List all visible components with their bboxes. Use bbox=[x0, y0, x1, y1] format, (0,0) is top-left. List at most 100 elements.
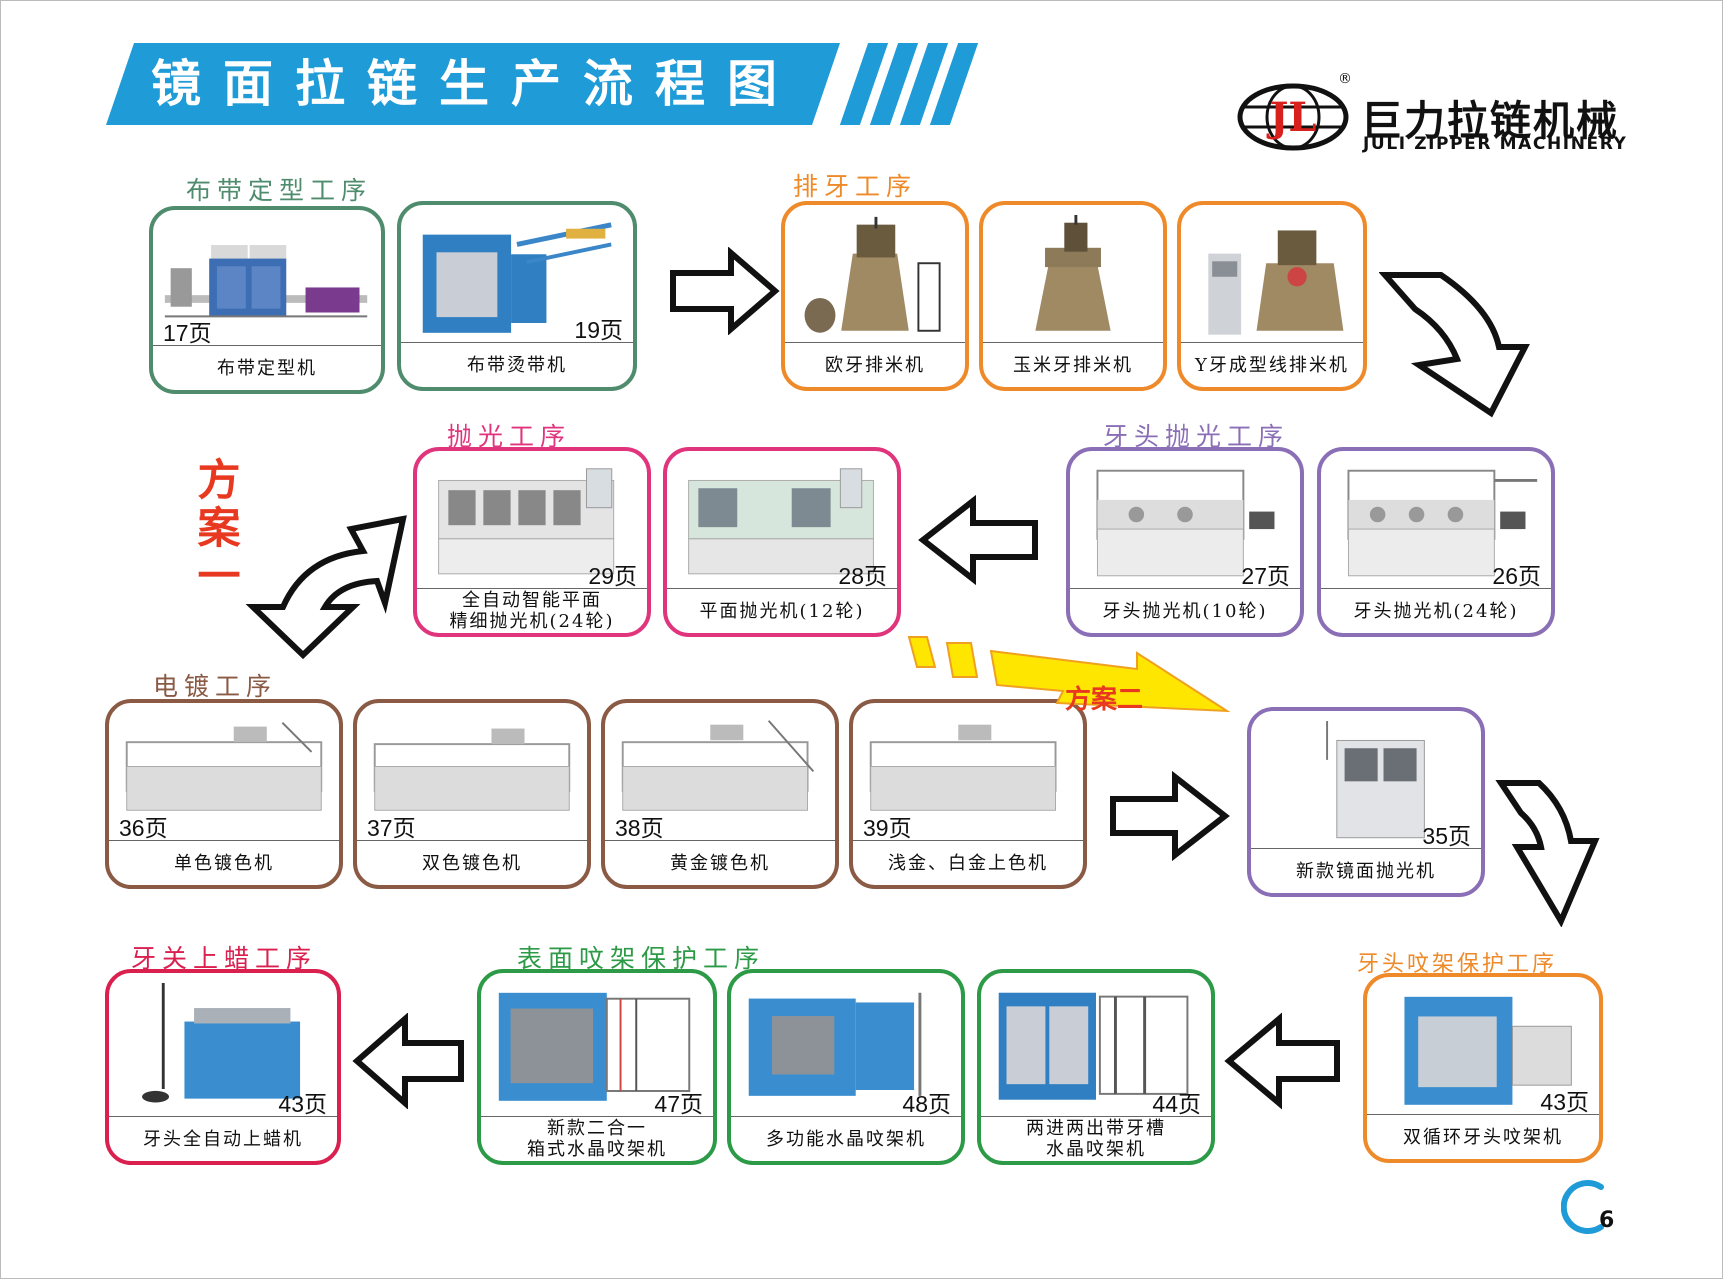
machine-photo bbox=[1326, 721, 1425, 839]
machine-name: 双循环牙头呅架机 bbox=[1367, 1114, 1599, 1159]
machine-card[interactable]: 43页 双循环牙头呅架机 bbox=[1363, 973, 1603, 1163]
machine-name: 新款镜面抛光机 bbox=[1251, 848, 1481, 893]
page-ref: 43页 bbox=[1540, 1089, 1589, 1115]
page-ref: 47页 bbox=[654, 1091, 703, 1117]
company-name-en: JULI ZIPPER MACHINERY bbox=[1363, 134, 1628, 154]
machine-card[interactable]: 欧牙排米机 bbox=[781, 201, 969, 391]
machine-photo bbox=[748, 992, 922, 1096]
title-banner bbox=[106, 43, 840, 125]
company-name-cn: 巨力拉链机械 bbox=[1361, 97, 1619, 145]
page-number-arc-icon bbox=[1561, 1180, 1604, 1234]
stage-label-cloth: 布带定型工序 bbox=[186, 176, 373, 205]
page-ref: 38页 bbox=[615, 815, 664, 841]
machine-card[interactable]: 17页 布带定型机 bbox=[149, 206, 385, 394]
registered-mark: ® bbox=[1338, 71, 1352, 87]
page-ref: 39页 bbox=[863, 815, 912, 841]
machine-name: 全自动智能平面 精细抛光机(24轮) bbox=[417, 588, 647, 633]
arrow-right-icon bbox=[670, 247, 780, 335]
machine-card[interactable]: 27页 牙头抛光机(10轮) bbox=[1066, 447, 1304, 637]
machine-name: 浅金、白金上色机 bbox=[853, 840, 1083, 885]
machine-card[interactable]: 26页 牙头抛光机(24轮) bbox=[1317, 447, 1555, 637]
machine-name: Y牙成型线排米机 bbox=[1181, 342, 1363, 387]
machine-name: 牙头全自动上蜡机 bbox=[109, 1116, 337, 1161]
stage-label-plating: 电镀工序 bbox=[153, 672, 278, 701]
machine-name: 多功能水晶呅架机 bbox=[731, 1116, 961, 1161]
stage-label-wax: 牙关上蜡工序 bbox=[131, 944, 318, 973]
machine-name: 两进两出带牙槽 水晶呅架机 bbox=[981, 1116, 1211, 1161]
machine-card[interactable]: 47页 新款二合一 箱式水晶呅架机 bbox=[477, 969, 717, 1165]
curved-arrow-down-icon bbox=[1495, 780, 1600, 927]
machine-photo bbox=[422, 222, 612, 333]
page-number: 6 bbox=[1599, 1208, 1615, 1233]
machine-name: 牙头抛光机(10轮) bbox=[1070, 588, 1300, 633]
stage-label-teeth: 排牙工序 bbox=[793, 172, 918, 201]
machine-photo bbox=[621, 720, 815, 811]
scheme-one-label: 方案一 bbox=[197, 456, 241, 602]
curved-arrow-down-icon bbox=[1379, 272, 1530, 418]
machine-card[interactable]: Y牙成型线排米机 bbox=[1177, 201, 1367, 391]
machine-card[interactable]: 37页 双色镀色机 bbox=[353, 699, 591, 889]
machine-name: 布带烫带机 bbox=[401, 342, 633, 387]
page-ref: 29页 bbox=[588, 563, 637, 589]
machine-card[interactable]: 玉米牙排米机 bbox=[979, 201, 1167, 391]
page-ref: 43页 bbox=[278, 1091, 327, 1117]
page-ref: 17页 bbox=[163, 320, 212, 346]
machine-photo bbox=[498, 992, 691, 1101]
machine-card[interactable]: 44页 两进两出带牙槽 水晶呅架机 bbox=[977, 969, 1215, 1165]
page-ref: 37页 bbox=[367, 815, 416, 841]
logo-emblem-text: JL bbox=[1266, 94, 1316, 141]
machine-photo bbox=[1404, 996, 1572, 1105]
stage-label-slider-spray: 牙头呅架保护工序 bbox=[1357, 952, 1558, 977]
company-logo-icon: JL bbox=[1237, 83, 1349, 151]
arrow-left-icon bbox=[352, 1013, 464, 1109]
machine-photo bbox=[164, 245, 368, 318]
machine-card[interactable]: 35页 新款镜面抛光机 bbox=[1247, 707, 1485, 897]
machine-photo bbox=[142, 983, 301, 1103]
machine-card[interactable]: 29页 全自动智能平面 精细抛光机(24轮) bbox=[413, 447, 651, 637]
machine-name: 单色镀色机 bbox=[109, 840, 339, 885]
machine-photo bbox=[1096, 469, 1275, 577]
machine-photo bbox=[688, 468, 874, 575]
machine-card[interactable]: 39页 浅金、白金上色机 bbox=[849, 699, 1087, 889]
machine-name: 平面抛光机(12轮) bbox=[667, 588, 897, 633]
machine-photo bbox=[1208, 230, 1344, 335]
machine-photo bbox=[998, 992, 1189, 1100]
page-ref: 35页 bbox=[1422, 823, 1471, 849]
page-ref: 28页 bbox=[838, 563, 887, 589]
machine-photo bbox=[1347, 469, 1538, 577]
machine-name: 牙头抛光机(24轮) bbox=[1321, 588, 1551, 633]
arrow-right-icon bbox=[1110, 771, 1230, 861]
curved-arrow-down-left-icon bbox=[245, 515, 407, 660]
machine-card[interactable]: 48页 多功能水晶呅架机 bbox=[727, 969, 965, 1165]
machine-card[interactable]: 38页 黄金镀色机 bbox=[601, 699, 839, 889]
machine-name: 布带定型机 bbox=[153, 345, 381, 390]
machine-card[interactable]: 28页 平面抛光机(12轮) bbox=[663, 447, 901, 637]
machine-photo bbox=[373, 728, 571, 811]
machine-card[interactable]: 19页 布带烫带机 bbox=[397, 201, 637, 391]
machine-name: 新款二合一 箱式水晶呅架机 bbox=[481, 1116, 713, 1161]
machine-card[interactable]: 43页 牙头全自动上蜡机 bbox=[105, 969, 341, 1165]
machine-name: 双色镀色机 bbox=[357, 840, 587, 885]
page-ref: 27页 bbox=[1241, 563, 1290, 589]
scheme-two-label: 方案二 bbox=[1065, 685, 1144, 715]
machine-photo bbox=[804, 216, 941, 333]
stage-label-slider-polish: 牙头抛光工序 bbox=[1103, 422, 1290, 451]
stage-label-polish: 抛光工序 bbox=[447, 422, 572, 451]
arrow-left-icon bbox=[918, 495, 1038, 585]
scheme2-arrow-icon bbox=[907, 636, 1231, 713]
machine-photo bbox=[438, 468, 615, 575]
arrow-left-icon bbox=[1224, 1012, 1340, 1110]
machine-photo bbox=[1035, 215, 1111, 331]
page-ref: 36页 bbox=[119, 815, 168, 841]
machine-name: 黄金镀色机 bbox=[605, 840, 835, 885]
stage-label-surface-spray: 表面呅架保护工序 bbox=[517, 944, 766, 973]
machine-name: 玉米牙排米机 bbox=[983, 342, 1163, 387]
page-ref: 19页 bbox=[574, 317, 623, 343]
page-ref: 26页 bbox=[1492, 563, 1541, 589]
machine-photo bbox=[869, 724, 1057, 811]
page-ref: 48页 bbox=[902, 1091, 951, 1117]
machine-photo bbox=[125, 722, 323, 811]
machine-card[interactable]: 36页 单色镀色机 bbox=[105, 699, 343, 889]
machine-name: 欧牙排米机 bbox=[785, 342, 965, 387]
